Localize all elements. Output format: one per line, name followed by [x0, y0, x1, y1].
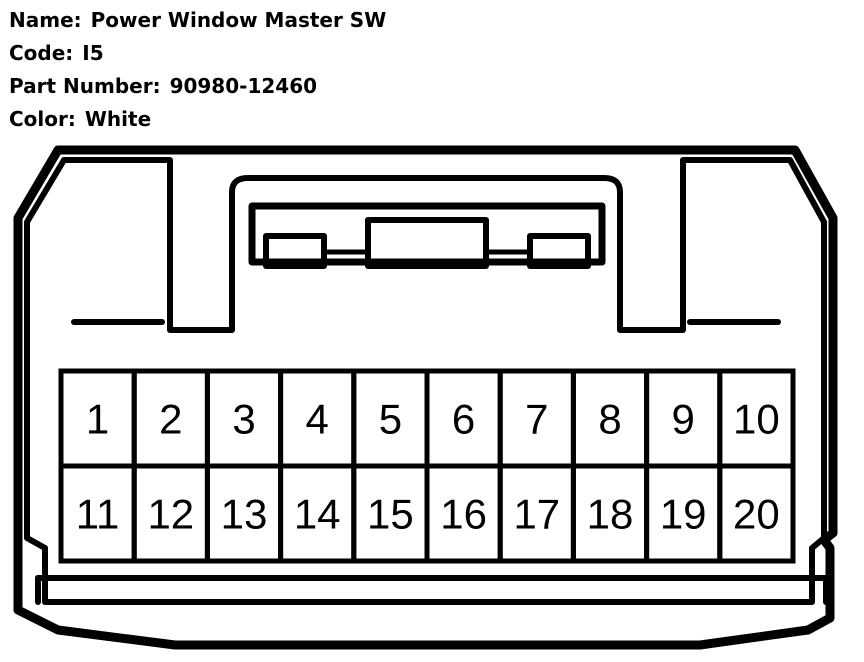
- pin-label-18: 18: [587, 491, 634, 538]
- pin-label-6: 6: [452, 396, 475, 443]
- connector-inner-wall: [24, 157, 827, 605]
- locking-tab-frame: [248, 202, 606, 266]
- name-row: Name: Power Window Master SW: [9, 4, 386, 37]
- connector-code: I5: [82, 41, 104, 65]
- part-number-label: Part Number:: [9, 74, 161, 98]
- pin-label-8: 8: [598, 396, 621, 443]
- pin-label-1: 1: [86, 396, 109, 443]
- connector-part-number: 90980-12460: [169, 74, 318, 98]
- connector-info: Name: Power Window Master SW Code: I5 Part…: [9, 4, 386, 136]
- pin-label-14: 14: [294, 491, 341, 538]
- pin-label-17: 17: [513, 491, 560, 538]
- pin-label-10: 10: [733, 396, 780, 443]
- pin-label-20: 20: [733, 491, 780, 538]
- pin-label-5: 5: [379, 396, 402, 443]
- pin-label-13: 13: [221, 491, 268, 538]
- connector-name: Power Window Master SW: [90, 8, 387, 32]
- code-label: Code:: [9, 41, 74, 65]
- pin-label-3: 3: [232, 396, 255, 443]
- connector-color: White: [84, 107, 152, 131]
- color-label: Color:: [9, 107, 76, 131]
- name-label: Name:: [9, 8, 82, 32]
- pin-label-12: 12: [147, 491, 194, 538]
- connector-housing-outline: [13, 145, 838, 650]
- pin-label-2: 2: [159, 396, 182, 443]
- pin-label-7: 7: [525, 396, 548, 443]
- pin-label-4: 4: [306, 396, 329, 443]
- pin-label-11: 11: [76, 491, 120, 538]
- color-row: Color: White: [9, 103, 386, 136]
- code-row: Code: I5: [9, 37, 386, 70]
- pin-label-19: 19: [660, 491, 707, 538]
- part-number-row: Part Number: 90980-12460: [9, 70, 386, 103]
- pin-label-9: 9: [672, 396, 695, 443]
- lock-tab-center-block: [365, 217, 489, 269]
- pin-label-16: 16: [440, 491, 487, 538]
- pin-label-15: 15: [367, 491, 414, 538]
- pin-cell-20: [717, 463, 796, 564]
